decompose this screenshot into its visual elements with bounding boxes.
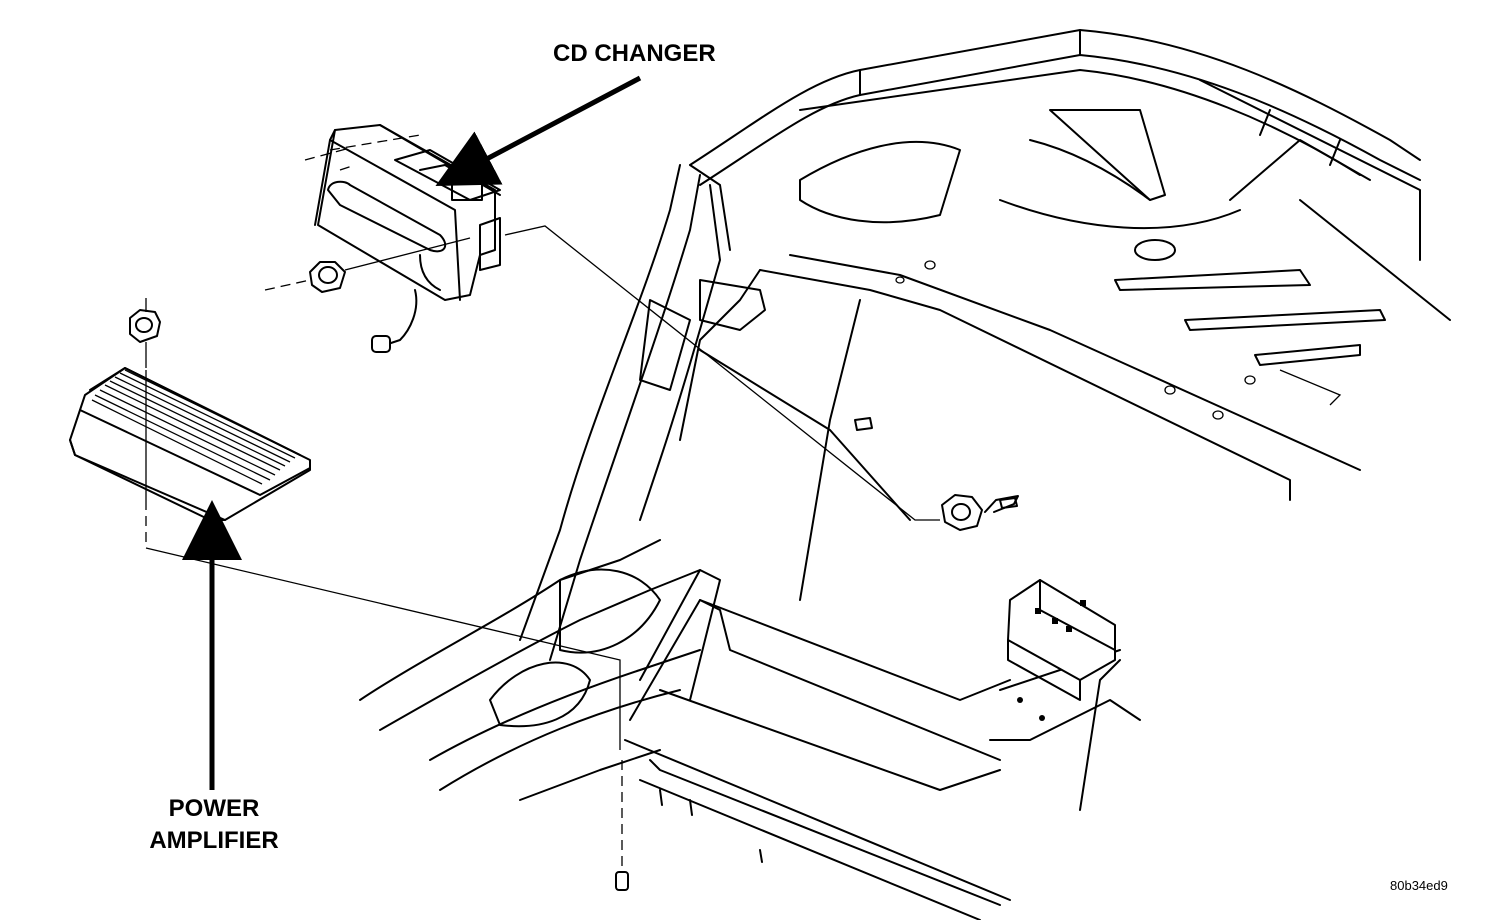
power-amplifier-label-line2: AMPLIFIER bbox=[149, 827, 279, 854]
amplifier-cooling-fins bbox=[91, 369, 301, 485]
cd-changer-leader-line bbox=[504, 225, 940, 521]
trunk-floor bbox=[679, 254, 1361, 601]
amplifier-nut bbox=[129, 298, 161, 368]
cd-changer-unit bbox=[304, 124, 501, 353]
cd-changer-arrow bbox=[435, 75, 642, 187]
figure-id: 80b34ed9 bbox=[1390, 878, 1448, 893]
quarter-panel-pillar bbox=[359, 164, 766, 801]
rear-body-structure bbox=[689, 29, 1451, 420]
rear-stud-nut bbox=[941, 494, 1019, 531]
cd-changer-nut bbox=[264, 237, 471, 293]
power-amplifier-label-line1: POWER bbox=[168, 795, 260, 822]
right-rear-bracket bbox=[1007, 579, 1116, 721]
amplifier-leader-line bbox=[145, 547, 621, 750]
rear-sill bbox=[624, 599, 1141, 920]
cd-changer-label: CD CHANGER bbox=[553, 40, 716, 67]
power-amplifier-unit bbox=[69, 367, 311, 521]
power-amplifier-label: POWER AMPLIFIER bbox=[138, 793, 290, 857]
floor-stud bbox=[615, 871, 629, 891]
